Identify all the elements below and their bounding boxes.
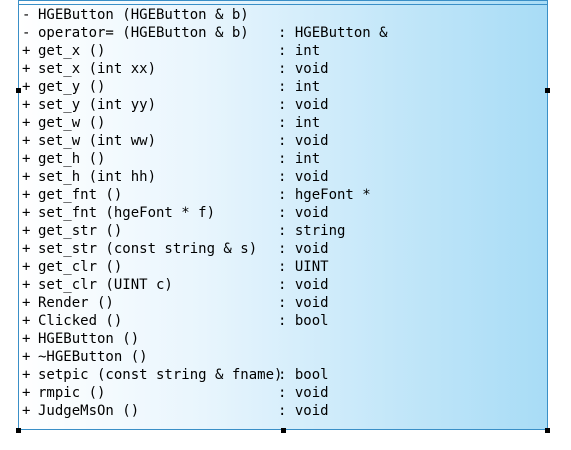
visibility-marker: + [22,187,31,203]
visibility-marker: + [22,259,31,275]
visibility-marker: + [22,61,31,77]
operation-signature: ~HGEButton () [38,349,148,365]
return-type: : void [278,241,329,257]
operation-signature: set_clr (UINT c) [38,277,173,293]
operation-signature: set_y (int yy) [38,97,157,113]
return-type: : void [278,385,329,401]
visibility-marker: + [22,43,31,59]
return-type: : void [278,169,329,185]
return-type: : UINT [278,259,329,275]
return-type: : int [278,115,321,131]
visibility-marker: + [22,403,31,419]
operation-signature: setpic (const string & fname) [38,367,283,383]
return-type: : void [278,205,329,221]
return-type: : string [278,223,346,239]
visibility-marker: + [22,79,31,95]
visibility-marker: + [22,169,31,185]
visibility-marker: + [22,295,31,311]
operation-signature: operator= (HGEButton & b) [38,25,249,41]
visibility-marker: + [22,277,31,293]
return-type: : int [278,43,321,59]
visibility-marker: + [22,151,31,167]
visibility-marker: + [22,223,31,239]
operation-signature: set_h (int hh) [38,169,157,185]
operation-signature: get_fnt () [38,187,123,203]
return-type: : void [278,97,329,113]
return-type: : bool [278,313,329,329]
visibility-marker: + [22,385,31,401]
return-type: : bool [278,367,329,383]
operation-signature: Clicked () [38,313,123,329]
compartment-divider [18,4,548,5]
operation-signature: HGEButton (HGEButton & b) [38,7,249,23]
operation-signature: get_str () [38,223,123,239]
uml-class-operations-compartment[interactable] [18,0,548,430]
operation-signature: JudgeMsOn () [38,403,140,419]
return-type: : int [278,151,321,167]
operation-signature: HGEButton () [38,331,140,347]
operation-signature: get_x () [38,43,106,59]
visibility-marker: - [22,25,31,41]
operation-signature: set_str (const string & s) [38,241,258,257]
visibility-marker: + [22,115,31,131]
resize-handle-bottom-left[interactable] [16,428,21,433]
visibility-marker: + [22,313,31,329]
resize-handle-bottom-center[interactable] [281,428,286,433]
visibility-marker: + [22,241,31,257]
operation-signature: get_h () [38,151,106,167]
visibility-marker: + [22,367,31,383]
return-type: : void [278,133,329,149]
visibility-marker: + [22,349,31,365]
visibility-marker: + [22,331,31,347]
visibility-marker: + [22,97,31,113]
operation-signature: set_x (int xx) [38,61,157,77]
resize-handle-middle-right[interactable] [545,88,550,93]
operation-signature: get_w () [38,115,106,131]
return-type: : void [278,61,329,77]
visibility-marker: + [22,205,31,221]
visibility-marker: - [22,7,31,23]
operation-signature: get_clr () [38,259,123,275]
return-type: : void [278,295,329,311]
return-type: : HGEButton & [278,25,388,41]
return-type: : void [278,277,329,293]
operation-signature: Render () [38,295,114,311]
resize-handle-middle-left[interactable] [16,88,21,93]
operation-signature: get_y () [38,79,106,95]
return-type: : hgeFont * [278,187,371,203]
return-type: : void [278,403,329,419]
return-type: : int [278,79,321,95]
operation-signature: set_fnt (hgeFont * f) [38,205,216,221]
operation-signature: rmpic () [38,385,106,401]
operation-signature: set_w (int ww) [38,133,157,149]
visibility-marker: + [22,133,31,149]
resize-handle-bottom-right[interactable] [545,428,550,433]
